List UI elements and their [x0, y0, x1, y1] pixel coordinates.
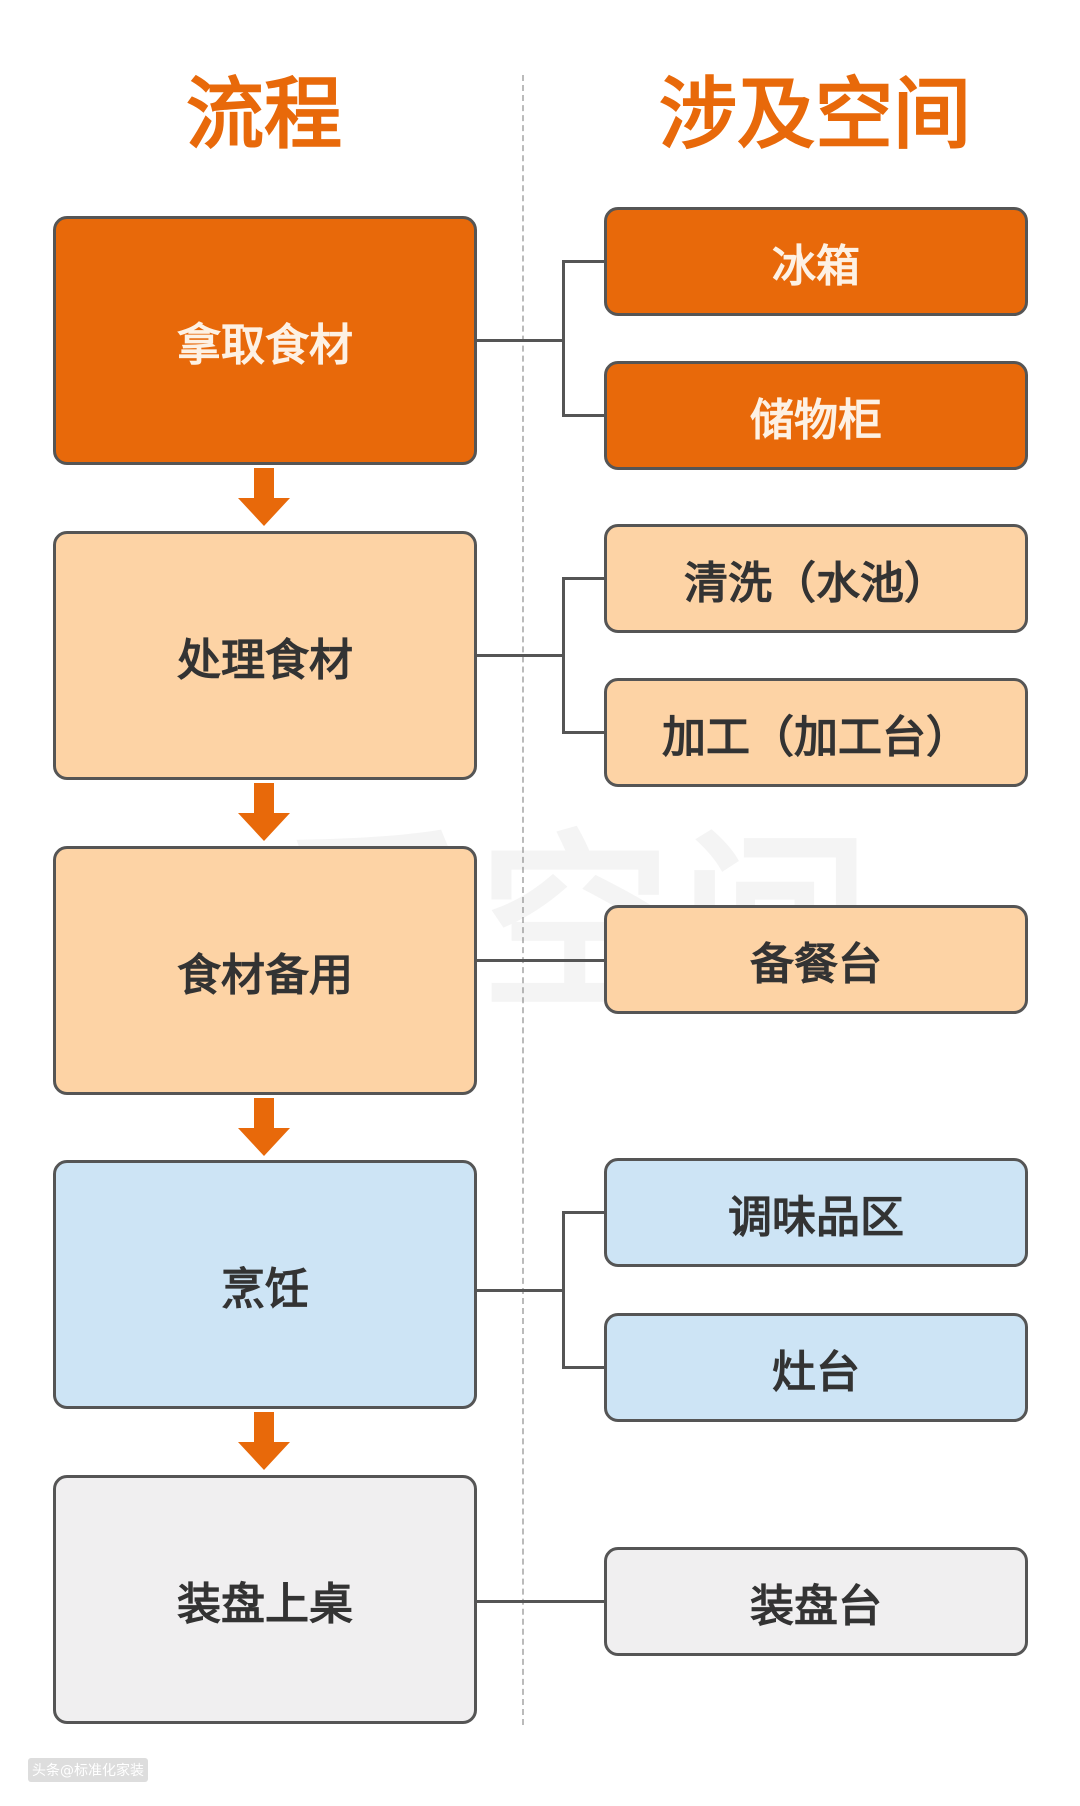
space-label: 备餐台 — [750, 938, 882, 990]
space-label: 装盘台 — [750, 1580, 882, 1632]
down-arrow-icon — [238, 1098, 290, 1156]
step-box-plating: 装盘上桌 — [53, 1475, 477, 1724]
space-box-serving-counter: 备餐台 — [604, 905, 1028, 1014]
space-box-prep-counter: 加工（加工台） — [604, 678, 1028, 787]
step-label: 处理食材 — [177, 634, 353, 686]
spaces-column-header: 涉及空间 — [658, 70, 971, 160]
space-box-seasoning-area: 调味品区 — [604, 1158, 1028, 1267]
step-box-get-ingredients: 拿取食材 — [53, 216, 477, 465]
step-label: 烹饪 — [221, 1263, 309, 1315]
space-label: 清洗（水池） — [684, 557, 948, 609]
column-divider — [522, 75, 524, 1725]
down-arrow-icon — [238, 468, 290, 526]
space-label: 加工（加工台） — [662, 711, 970, 763]
step-label: 拿取食材 — [177, 319, 353, 371]
space-box-sink: 清洗（水池） — [604, 524, 1028, 633]
down-arrow-icon — [238, 783, 290, 841]
space-box-stove: 灶台 — [604, 1313, 1028, 1422]
step-box-cooking: 烹饪 — [53, 1160, 477, 1409]
step-box-process-ingredients: 处理食材 — [53, 531, 477, 780]
space-label: 冰箱 — [772, 240, 860, 292]
source-credit: 头条@标准化家装 — [28, 1758, 148, 1782]
space-box-fridge: 冰箱 — [604, 207, 1028, 316]
space-box-plating-counter: 装盘台 — [604, 1547, 1028, 1656]
step-box-prepare-ingredients: 食材备用 — [53, 846, 477, 1095]
step-label: 食材备用 — [177, 949, 353, 1001]
space-label: 灶台 — [772, 1346, 860, 1398]
space-label: 调味品区 — [728, 1191, 904, 1243]
down-arrow-icon — [238, 1412, 290, 1470]
process-column-header: 流程 — [185, 70, 342, 160]
step-label: 装盘上桌 — [177, 1578, 353, 1630]
space-box-cabinet: 储物柜 — [604, 361, 1028, 470]
space-label: 储物柜 — [750, 394, 882, 446]
